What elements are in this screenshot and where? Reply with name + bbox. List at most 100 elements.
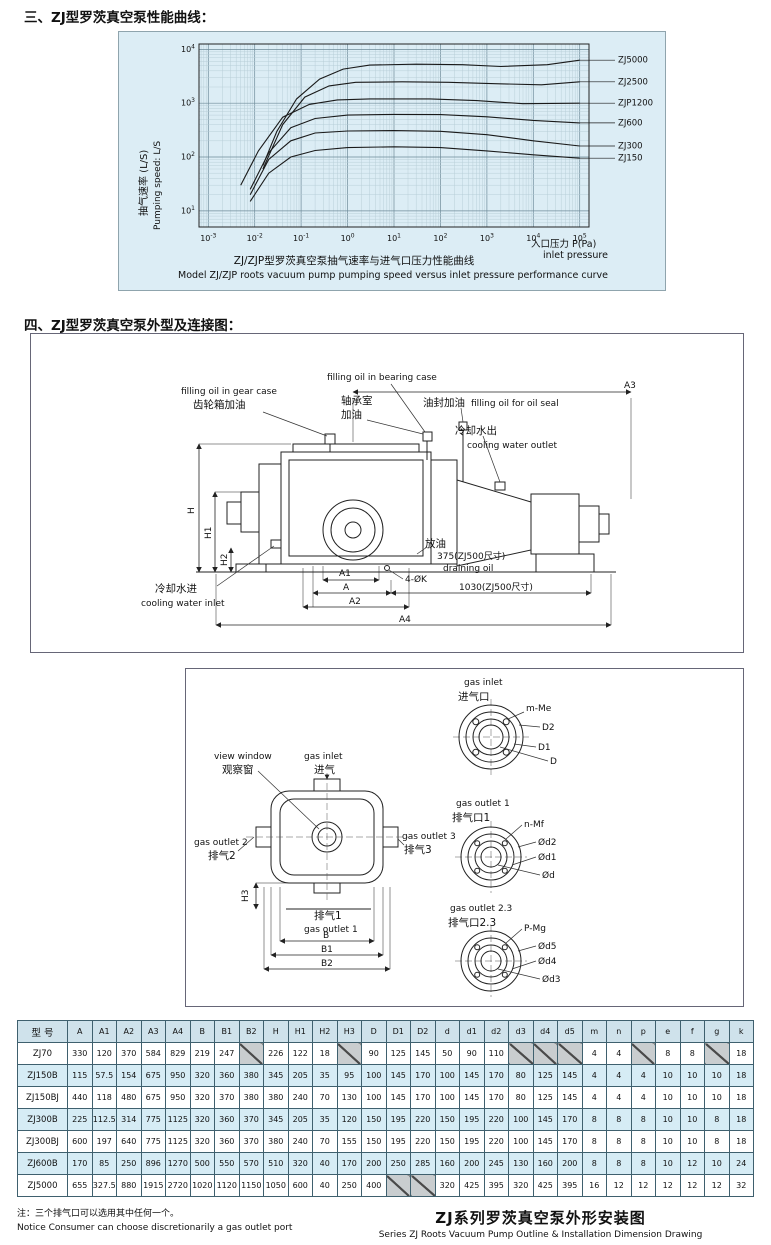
dim-column-header: e [655,1020,681,1043]
footer-title-block: ZJ系列罗茨真空泵外形安装图 Series ZJ Roots Vacuum Pu… [327,1207,754,1240]
dim-cell: 775 [140,1130,166,1153]
dim-label-b1: B1 [321,945,333,955]
dim-cell: 125 [532,1086,558,1109]
dim-cell: 320 [189,1064,215,1087]
dimension-lines [253,882,391,972]
dim-cell: 1020 [189,1174,215,1197]
curve-ZJ150 [249,146,580,202]
dim-cell: 110 [483,1042,509,1065]
dim-cell: 10 [704,1064,730,1087]
dim-label-d: D [550,757,557,767]
dim-cell: 12 [655,1174,681,1197]
dim-cell: 425 [532,1174,558,1197]
dim-cell: 370 [116,1042,142,1065]
dim-cell: 10 [655,1108,681,1131]
dim-cell: 90 [459,1042,485,1065]
dim-cell: 195 [385,1108,411,1131]
dim-cell: 380 [263,1086,289,1109]
dim-cell: 250 [336,1174,362,1197]
dim-column-header: m [581,1020,607,1043]
dim-cell: 225 [67,1108,93,1131]
dim-column-header: g [704,1020,730,1043]
dim-cell: 100 [508,1130,534,1153]
label-gas-inlet-en: gas inlet [464,678,503,688]
dim-cell: 240 [287,1086,313,1109]
x-axis-tick: 105 [573,233,587,244]
dim-cell [238,1042,264,1065]
label-gas-outlet2-en: gas outlet 2 [194,838,248,848]
dim-cell: 160 [434,1152,460,1175]
curve-ZJP1200 [240,98,580,186]
top-view-labels: gas inlet 进气口 m-Me D2 D1 D view window 观… [194,678,561,985]
dim-label-a: A [343,583,350,593]
y-axis-tick: 101 [181,205,195,216]
dim-cell [630,1042,656,1065]
dim-cell: 145 [385,1064,411,1087]
dim-label-d2: D2 [542,723,555,733]
dim-cell: 10 [655,1130,681,1153]
model-cell: ZJ300BJ [17,1130,68,1153]
dim-cell: 18 [728,1064,754,1087]
dim-cell: 219 [189,1042,215,1065]
dim-cell: 8 [655,1042,681,1065]
model-cell: ZJ300B [17,1108,68,1131]
dim-cell: 18 [728,1086,754,1109]
dim-cell: 440 [67,1086,93,1109]
dim-cell: 1915 [140,1174,166,1197]
dim-cell: 145 [557,1086,583,1109]
footer: 注：三个排气口可以选用其中任何一个。 Notice Consumer can c… [17,1207,754,1240]
footer-note-en: Notice Consumer can choose discretionari… [17,1223,293,1234]
dim-cell: 370 [238,1108,264,1131]
dim-cell: 8 [606,1130,632,1153]
top-view-drawing-panel: gas inlet 进气口 m-Me D2 D1 D view window 观… [185,668,744,1007]
dim-cell: 10 [704,1152,730,1175]
label-bearing-cn-1: 轴承室 [341,394,373,407]
dim-cell: 205 [287,1108,313,1131]
dim-cell: 80 [508,1086,534,1109]
label-oil-seal-cn: 油封加油 [423,396,465,409]
dim-label-od4: Ød4 [538,956,557,967]
label-outlet1-title-cn: 排气口1 [452,811,490,824]
dim-cell: 1125 [165,1130,191,1153]
dim-label-a2: A2 [349,597,361,607]
dim-cell: 125 [532,1064,558,1087]
label-drain-en: draining oil [443,564,493,574]
dim-cell: 584 [140,1042,166,1065]
outlet1-flange [460,826,522,888]
x-axis-tick: 10-3 [200,233,216,244]
label-gas-outlet3-cn: 排气3 [404,843,432,856]
dim-cell: 155 [336,1130,362,1153]
dim-cell: 4 [606,1064,632,1087]
dim-cell: 8 [581,1108,607,1131]
dim-cell: 655 [67,1174,93,1197]
curve-label-ZJ5000: ZJ5000 [618,56,648,66]
dim-cell: 90 [361,1042,387,1065]
dim-column-header: A2 [116,1020,142,1043]
x-axis-tick: 101 [387,233,401,244]
footer-note-cn: 注：三个排气口可以选用其中任何一个。 [17,1209,180,1219]
dim-cell: 8 [581,1130,607,1153]
dim-column-header: B [189,1020,215,1043]
dim-cell: 18 [728,1042,754,1065]
dim-cell: 150 [361,1108,387,1131]
dim-cell: 145 [532,1130,558,1153]
dim-label-p-mg: P-Mg [524,924,546,934]
heading-performance-curve: 三、ZJ型罗茨真空泵性能曲线： [24,10,215,26]
dim-cell: 100 [361,1086,387,1109]
dim-cell: 8 [606,1152,632,1175]
dim-column-header: H2 [312,1020,338,1043]
x-axis-tick: 102 [433,233,447,244]
dim-cell: 829 [165,1042,191,1065]
dim-cell: 100 [361,1064,387,1087]
dim-label-n-mf: n-Mf [524,820,545,830]
dim-cell: 600 [287,1174,313,1197]
curve-ZJ600 [249,113,580,190]
dim-cell: 320 [434,1174,460,1197]
dim-column-header: B1 [214,1020,240,1043]
label-gas-inlet-cn: 进气口 [458,690,490,703]
footer-notes: 注：三个排气口可以选用其中任何一个。 Notice Consumer can c… [17,1207,327,1240]
dim-column-header: B2 [238,1020,264,1043]
label-oil-seal-en: filling oil for oil seal [471,399,559,409]
dim-cell: 327.5 [91,1174,117,1197]
